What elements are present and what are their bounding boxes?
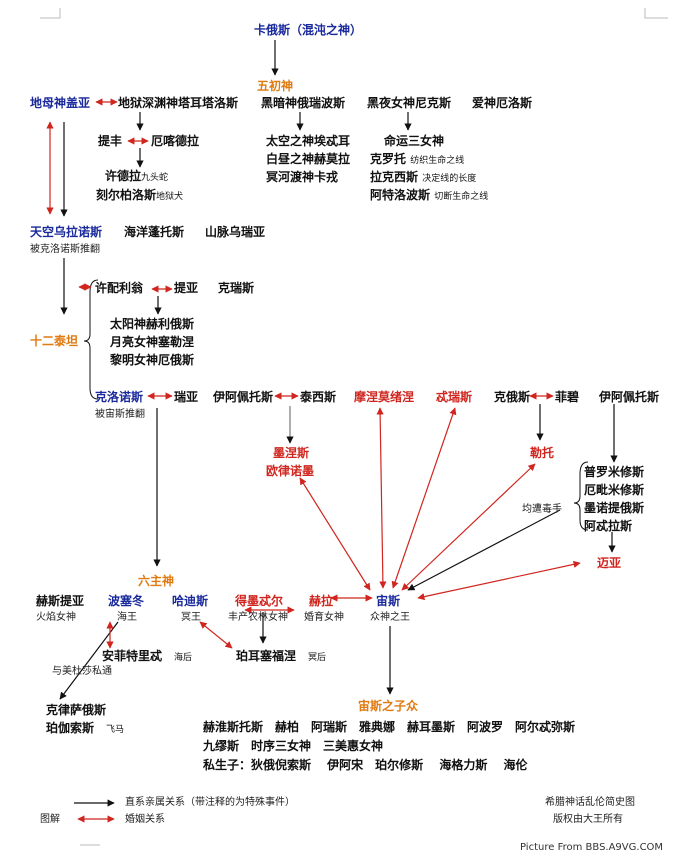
node-hyperion: 许配利翁 [95, 281, 144, 295]
node-typhon: 提丰 [98, 134, 123, 148]
legend-marriage: 婚姻关系 [125, 814, 165, 825]
node-prometheus: 普罗米修斯 [584, 465, 645, 479]
note-poison: 均遭毒手 [522, 504, 562, 515]
zeus-children-row3: 私生子：狄俄倪索斯 伊阿宋 珀尔修斯 海格力斯 海伦 [203, 758, 528, 772]
node-leto: 勒托 [530, 446, 555, 460]
node-cerberus: 刻尔柏洛斯地狱犬 [96, 188, 184, 202]
node-mnemosyne: 摩涅莫绪涅 [354, 390, 415, 404]
gen-label-zeus-children: 宙斯之子众 [358, 699, 419, 713]
node-moirai: 命运三女神 [384, 134, 445, 148]
node-tethys: 忒瑞斯 [436, 390, 473, 404]
node-pegasus: 珀伽索斯 飞马 [46, 721, 125, 735]
node-tartarus: 地狱深渊神塔耳塔洛斯 [118, 96, 239, 110]
note-hera: 婚育女神 [304, 612, 344, 623]
node-epimetheus: 厄毗米修斯 [584, 483, 645, 497]
gen-label-five: 五初神 [257, 79, 294, 93]
node-themis: 泰西斯 [300, 390, 337, 404]
node-theia: 提亚 [174, 281, 199, 295]
zeus-children-row2: 九缪斯 时序三女神 三美惠女神 [203, 739, 384, 753]
note-cronus: 被宙斯推翻 [95, 409, 145, 420]
node-crius: 克瑞斯 [218, 281, 255, 295]
node-atropos: 阿特洛波斯 切断生命之线 [370, 188, 489, 202]
node-menoetius: 墨诺提俄斯 [584, 501, 645, 515]
node-zeus: 宙斯 [376, 594, 401, 608]
node-selene: 月亮女神塞勒涅 [110, 335, 195, 349]
node-uranus: 天空乌拉诺斯 [30, 225, 103, 239]
node-atlas: 阿忒拉斯 [584, 519, 633, 533]
node-eros: 爱神厄洛斯 [472, 96, 533, 110]
node-hestia: 赫斯提亚 [36, 594, 85, 608]
node-clotho: 克罗托 纺织生命之线 [370, 152, 465, 166]
gen-label-six: 六主神 [138, 574, 175, 588]
footer-title: 希腊神话乱伦简史图 [545, 797, 635, 808]
gen-label-twelve: 十二泰坦 [30, 334, 79, 348]
node-aether: 太空之神埃忒耳 [266, 134, 351, 148]
note-poseidon: 海王 [117, 612, 137, 623]
node-iapetus2: 伊阿佩托斯 [599, 390, 660, 404]
footer-source: Picture From BBS.A9VG.COM [520, 842, 664, 853]
node-chrysaor: 克律萨俄斯 [46, 703, 107, 717]
chaos-title: 卡俄斯（混沌之神） [254, 23, 363, 37]
node-ourea: 山脉乌瑞亚 [205, 225, 266, 239]
node-pontus: 海洋蓬托斯 [124, 225, 185, 239]
node-persephone: 珀耳塞福涅 冥后 [236, 649, 327, 663]
node-echidna: 厄喀德拉 [151, 134, 200, 148]
node-nyx: 黑夜女神尼克斯 [367, 96, 452, 110]
legend-direct: 直系亲属关系（带注释的为特殊事件） [125, 797, 295, 808]
node-muses: 墨涅斯 [273, 446, 310, 460]
node-amphitrite: 安菲特里忒 海后 [102, 649, 193, 663]
node-phoebe: 菲碧 [555, 390, 580, 404]
node-demeter: 得墨忒尔 [235, 594, 284, 608]
legend-label: 图解 [40, 814, 60, 825]
note-hestia: 火焰女神 [36, 612, 76, 623]
node-poseidon: 波塞冬 [108, 594, 145, 608]
note-uranus: 被克洛诺斯推翻 [30, 244, 100, 255]
node-lachesis: 拉克西斯 决定线的长度 [370, 170, 477, 184]
node-cronus: 克洛诺斯 [95, 390, 144, 404]
node-hera: 赫拉 [309, 594, 334, 608]
node-eos: 黎明女神厄俄斯 [110, 353, 195, 367]
node-maia: 迈亚 [597, 556, 622, 570]
note-zeus: 众神之王 [370, 612, 410, 623]
node-helios: 太阳神赫利俄斯 [110, 317, 195, 331]
node-coeus: 克俄斯 [494, 390, 531, 404]
node-eunomia: 欧律诺墨 [266, 464, 315, 478]
note-medusa: 与美杜莎私通 [52, 666, 112, 677]
node-erebus: 黑暗神俄瑞波斯 [261, 96, 346, 110]
node-iapetus: 伊阿佩托斯 [213, 390, 274, 404]
node-gaia: 地母神盖亚 [30, 96, 91, 110]
note-hades: 冥王 [181, 612, 201, 623]
node-rhea: 瑞亚 [174, 390, 199, 404]
zeus-children-row1: 赫淮斯托斯 赫柏 阿瑞斯 雅典娜 赫耳墨斯 阿波罗 阿尔忒弥斯 [203, 720, 576, 734]
footer-copyright: 版权由大王所有 [553, 814, 623, 825]
node-hydra: 许德拉九头蛇 [105, 169, 169, 183]
node-charon: 冥河渡神卡戎 [266, 170, 339, 184]
node-hemera: 白昼之神赫莫拉 [266, 152, 351, 166]
note-demeter: 丰产农林女神 [228, 612, 288, 623]
node-hades: 哈迪斯 [172, 594, 209, 608]
